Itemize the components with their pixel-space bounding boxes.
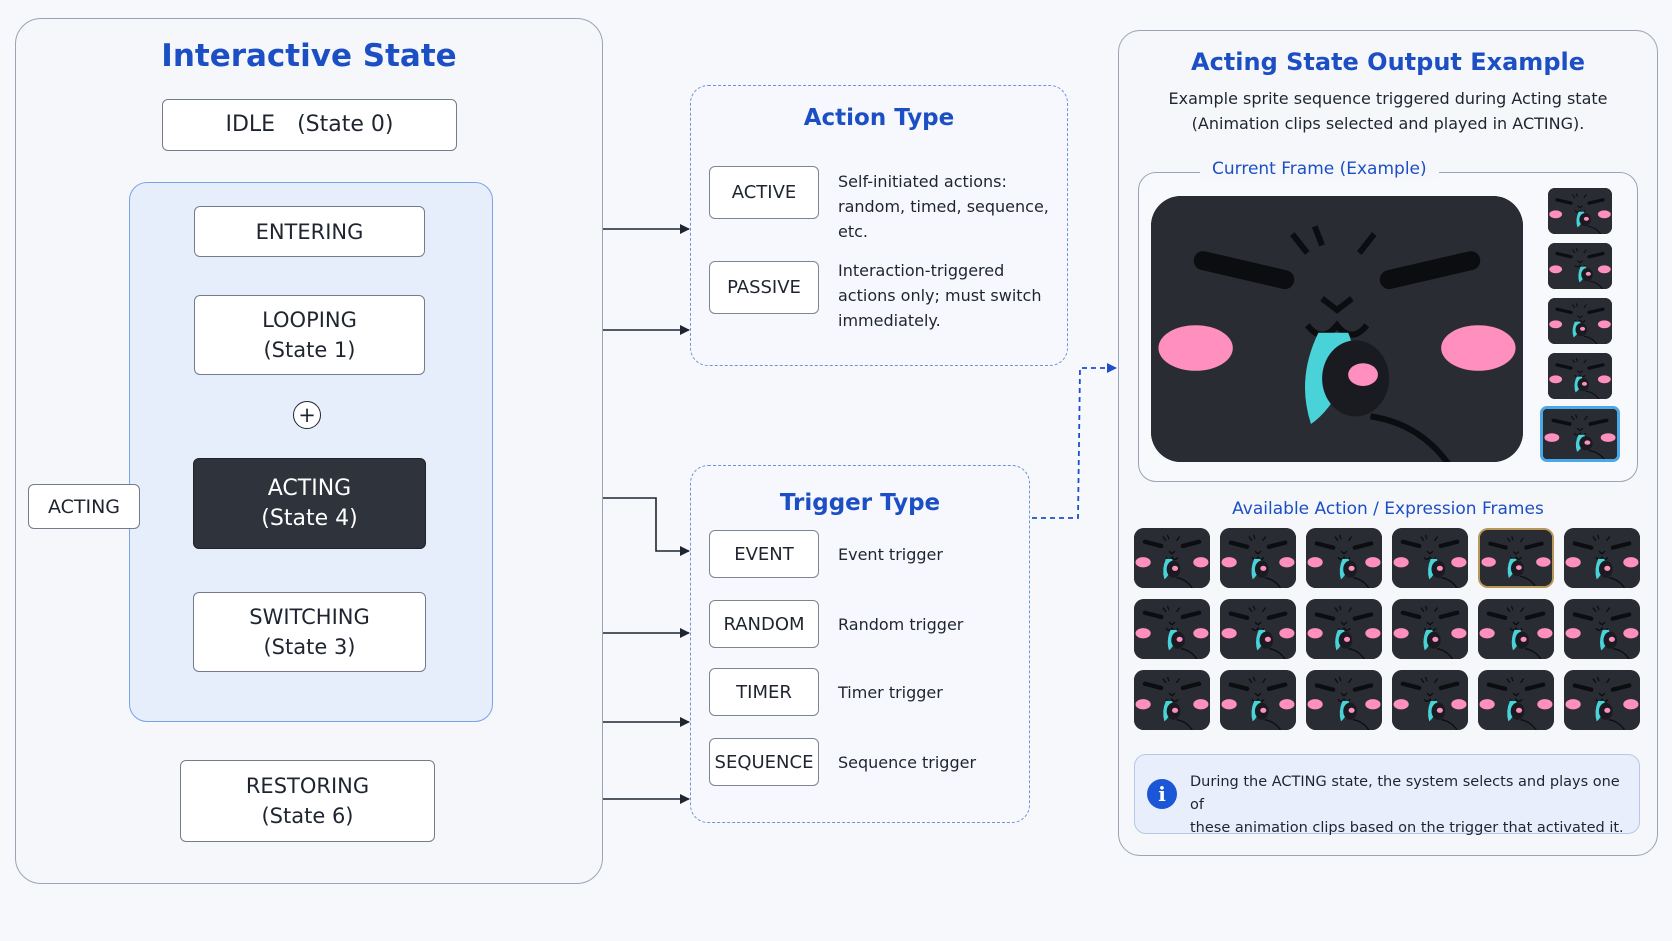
looping-state-box[interactable]: LOOPING (State 1) [194, 295, 425, 375]
active-description: Self-initiated actions: random, timed, s… [838, 169, 1068, 244]
restoring-state-number: (State 6) [261, 804, 354, 828]
timer-tag[interactable]: TIMER [709, 668, 819, 716]
random-tag-label: RANDOM [723, 613, 805, 635]
expression-frame-thumbnail[interactable] [1392, 528, 1468, 588]
expression-frame-thumbnail[interactable] [1564, 670, 1640, 730]
active-tag-label: ACTIVE [731, 182, 797, 203]
info-icon: i [1147, 779, 1177, 809]
restoring-state-label: RESTORING [245, 774, 370, 798]
passive-description: Interaction-triggered actions only; must… [838, 258, 1068, 333]
event-tag[interactable]: EVENT [709, 530, 819, 578]
looping-state-label: LOOPING [262, 308, 357, 332]
expression-frame-thumbnail[interactable] [1134, 670, 1210, 730]
current-frame-thumbnail[interactable] [1548, 298, 1612, 344]
random-description: Random trigger [838, 615, 964, 634]
acting-state-box[interactable]: ACTING (State 4) [193, 458, 426, 549]
active-desc-line: Self-initiated actions: [838, 172, 1007, 191]
entering-state-box[interactable]: ENTERING [194, 206, 425, 257]
current-frame-thumbnail[interactable] [1548, 243, 1612, 289]
switching-state-box[interactable]: SWITCHING (State 3) [193, 592, 426, 672]
random-tag[interactable]: RANDOM [709, 600, 819, 648]
passive-tag[interactable]: PASSIVE [709, 261, 819, 314]
acting-output-subtitle: Example sprite sequence triggered during… [1118, 86, 1658, 136]
entering-state-label: ENTERING [255, 219, 364, 244]
event-description: Event trigger [838, 545, 943, 564]
subtitle-line: (Animation clips selected and played in … [1191, 114, 1585, 133]
merge-node: + [293, 401, 321, 429]
expression-frame-thumbnail[interactable] [1478, 670, 1554, 730]
sequence-tag[interactable]: SEQUENCE [709, 738, 819, 786]
available-frames-label: Available Action / Expression Frames [1232, 499, 1544, 519]
trigger-type-title: Trigger Type [779, 490, 941, 516]
interactive-state-title: Interactive State [161, 38, 457, 74]
passive-tag-label: PASSIVE [727, 277, 801, 298]
available-frames-grid [1134, 528, 1640, 733]
action-type-panel [690, 85, 1068, 366]
external-acting-label: ACTING [47, 495, 121, 518]
info-text-line: these animation clips based on the trigg… [1190, 820, 1624, 836]
timer-tag-label: TIMER [736, 681, 792, 703]
info-text: During the ACTING state, the system sele… [1190, 771, 1630, 840]
expression-frame-thumbnail[interactable] [1564, 528, 1640, 588]
trigger-to-output-dashed-arrow [1032, 363, 1117, 519]
expression-frame-thumbnail[interactable] [1306, 528, 1382, 588]
current-frame-image [1151, 196, 1523, 462]
expression-frame-thumbnail[interactable] [1478, 599, 1554, 659]
current-frame-thumbnail[interactable] [1540, 406, 1620, 462]
event-tag-label: EVENT [734, 543, 794, 565]
sequence-tag-label: SEQUENCE [714, 751, 814, 773]
looping-state-number: (State 1) [263, 338, 356, 362]
acting-state-number: (State 4) [261, 505, 358, 531]
idle-state-label: IDLE (State 0) [225, 112, 394, 137]
passive-desc-line: actions only; must switch [838, 286, 1042, 305]
passive-desc-line: immediately. [838, 311, 941, 330]
external-acting-box[interactable]: ACTING [28, 484, 140, 529]
expression-frame-thumbnail[interactable] [1220, 599, 1296, 659]
idle-state-box[interactable]: IDLE (State 0) [162, 99, 457, 151]
current-frame-thumb-strip [1540, 188, 1620, 476]
passive-desc-line: Interaction-triggered [838, 261, 1005, 280]
current-frame-label: Current Frame (Example) [1200, 159, 1439, 179]
switching-state-number: (State 3) [263, 635, 356, 659]
expression-frame-thumbnail[interactable] [1134, 599, 1210, 659]
active-tag[interactable]: ACTIVE [709, 166, 819, 219]
info-text-line: During the ACTING state, the system sele… [1190, 774, 1620, 813]
expression-frame-thumbnail[interactable] [1392, 599, 1468, 659]
expression-frame-thumbnail[interactable] [1564, 599, 1640, 659]
timer-description: Timer trigger [838, 683, 943, 702]
switching-state-label: SWITCHING [249, 605, 370, 629]
expression-frame-thumbnail[interactable] [1134, 528, 1210, 588]
subtitle-line: Example sprite sequence triggered during… [1168, 89, 1608, 108]
expression-frame-thumbnail[interactable] [1306, 599, 1382, 659]
action-type-title: Action Type [803, 105, 955, 131]
acting-state-label: ACTING [267, 475, 352, 501]
current-frame-thumbnail[interactable] [1548, 188, 1612, 234]
acting-output-title: Acting State Output Example [1191, 48, 1585, 76]
merge-node-symbol: + [298, 402, 316, 427]
restoring-state-box[interactable]: RESTORING (State 6) [180, 760, 435, 842]
info-note [1134, 754, 1640, 834]
expression-frame-thumbnail[interactable] [1220, 670, 1296, 730]
current-frame-thumbnail[interactable] [1548, 353, 1612, 399]
expression-frame-thumbnail[interactable] [1220, 528, 1296, 588]
expression-frame-thumbnail[interactable] [1478, 528, 1554, 588]
expression-frame-thumbnail[interactable] [1392, 670, 1468, 730]
active-desc-line: random, timed, sequence, etc. [838, 197, 1049, 241]
sequence-description: Sequence trigger [838, 753, 977, 772]
expression-frame-thumbnail[interactable] [1306, 670, 1382, 730]
